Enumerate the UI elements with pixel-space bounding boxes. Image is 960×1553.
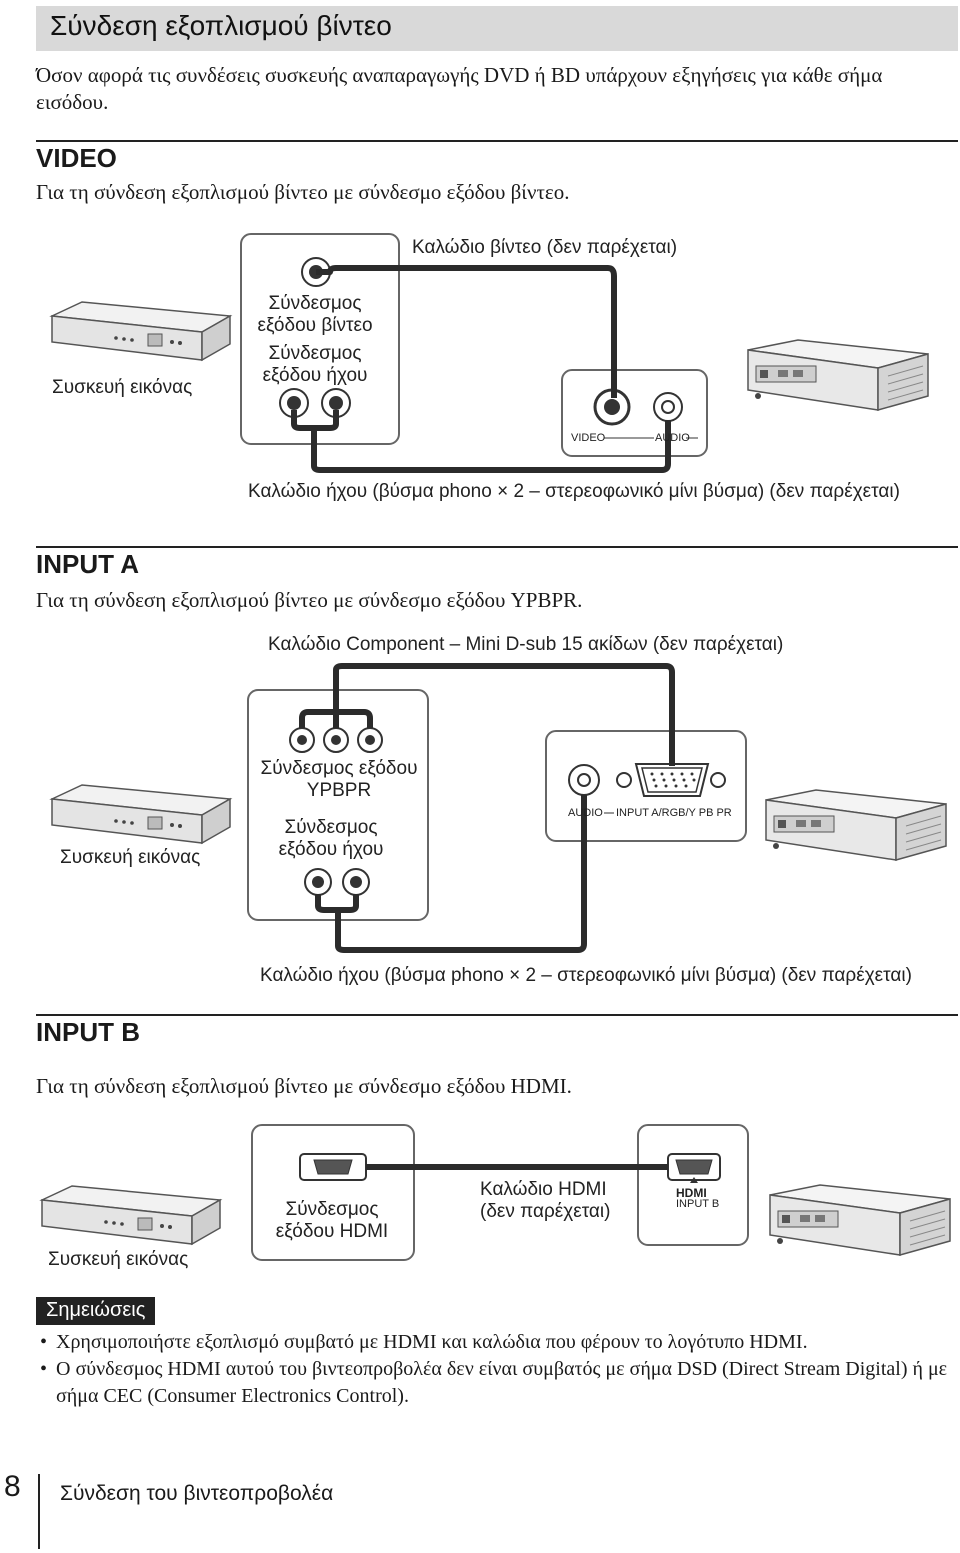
page-number: 8 bbox=[4, 1470, 21, 1503]
intro-text: Όσον αφορά τις συνδέσεις συσκευής αναπαρ… bbox=[36, 63, 883, 114]
device-label: Συσκευή εικόνας bbox=[52, 377, 193, 398]
audio-cable-label: Καλώδιο ήχου (βύσμα phono × 2 – στερεοφω… bbox=[248, 481, 900, 502]
input-a-diagram bbox=[51, 663, 947, 953]
page-title: Σύνδεση εξοπλισμού βίντεο bbox=[50, 10, 392, 41]
audio-cable-label: Καλώδιο ήχου (βύσμα phono × 2 – στερεοφω… bbox=[260, 965, 912, 986]
component-cable-label: Καλώδιο Component – Mini D-sub 15 ακίδων… bbox=[268, 634, 784, 655]
input-b-description: Για τη σύνδεση εξοπλισμού βίντεο με σύνδ… bbox=[36, 1074, 572, 1098]
section-rule bbox=[36, 140, 958, 142]
title-bar bbox=[36, 6, 958, 51]
audio-out-label: Σύνδεσμος εξόδου ήχου bbox=[262, 343, 368, 386]
port-video-label: VIDEO bbox=[571, 432, 606, 444]
video-description: Για τη σύνδεση εξοπλισμού βίντεο με σύνδ… bbox=[36, 180, 570, 204]
port-audio-label: AUDIO bbox=[655, 432, 690, 444]
device-label: Συσκευή εικόνας bbox=[60, 847, 201, 868]
section-rule bbox=[36, 1014, 958, 1016]
input-a-heading: INPUT A bbox=[36, 549, 140, 579]
section-rule bbox=[36, 546, 958, 548]
video-diagram bbox=[51, 233, 929, 473]
note-item: •Ο σύνδεσμος HDMI αυτού του βιντεοπροβολ… bbox=[40, 1358, 948, 1407]
input-b-diagram: HDMI bbox=[41, 1124, 951, 1261]
hdmi-out-label: Σύνδεσμος εξόδου HDMI bbox=[275, 1199, 389, 1242]
input-a-description: Για τη σύνδεση εξοπλισμού βίντεο με σύνδ… bbox=[36, 588, 583, 612]
video-heading: VIDEO bbox=[36, 143, 117, 173]
port-input-b-label: INPUT B bbox=[676, 1198, 720, 1210]
footer-section-name: Σύνδεση του βιντεοπροβολέα bbox=[60, 1482, 334, 1505]
hdmi-logo: HDMI bbox=[676, 1186, 707, 1200]
video-out-label: Σύνδεσμος εξόδου βίντεο bbox=[257, 293, 373, 336]
hdmi-cable-label: Καλώδιο HDMI (δεν παρέχεται) bbox=[480, 1179, 611, 1222]
ypbpr-out-label: Σύνδεσμος εξόδου YPBPR bbox=[260, 758, 418, 801]
device-label: Συσκευή εικόνας bbox=[48, 1249, 189, 1270]
input-b-heading: INPUT B bbox=[36, 1017, 140, 1047]
video-cable-label: Καλώδιο βίντεο (δεν παρέχεται) bbox=[412, 237, 678, 258]
audio-out-label: Σύνδεσμος εξόδου ήχου bbox=[278, 817, 384, 860]
port-input-a-label: INPUT A/RGB/Y PB PR bbox=[616, 807, 732, 819]
notes-tag: Σημειώσεις bbox=[36, 1297, 156, 1325]
footer-divider bbox=[38, 1474, 40, 1549]
note-item: •Χρησιμοποιήστε εξοπλισμό συμβατό με HDM… bbox=[40, 1331, 808, 1353]
port-audio-label: AUDIO bbox=[568, 807, 603, 819]
